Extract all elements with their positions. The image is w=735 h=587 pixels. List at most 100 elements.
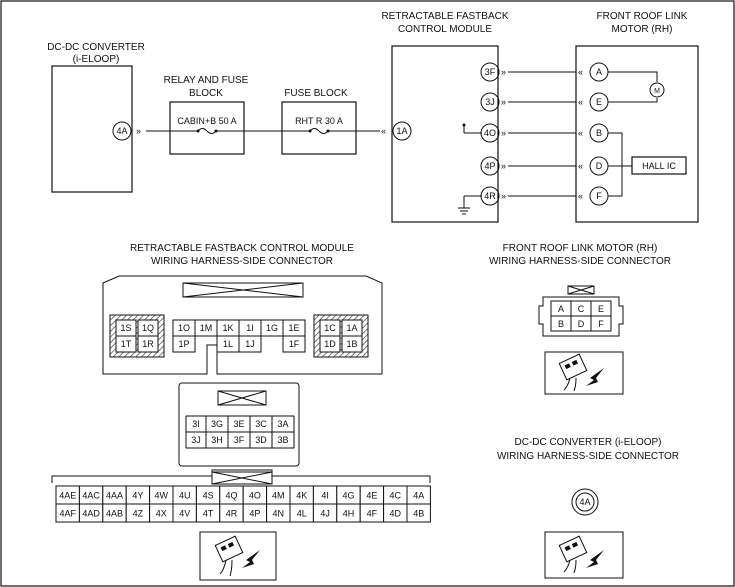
dcdc-title-1: DC-DC CONVERTER	[47, 42, 145, 53]
svg-text:1A: 1A	[346, 323, 357, 333]
fuse-block-title: FUSE BLOCK	[284, 88, 348, 99]
svg-text:1D: 1D	[324, 339, 336, 349]
connector-4-cell-label: 4AF	[59, 509, 76, 519]
svg-text:E: E	[598, 304, 604, 314]
motor-conn-lock	[567, 285, 595, 295]
dcdc-conn-title-2: WIRING HARNESS-SIDE CONNECTOR	[497, 451, 679, 462]
connector-4-cell-label: 4M	[272, 491, 285, 501]
svg-text:1P: 1P	[178, 339, 189, 349]
svg-text:1Q: 1Q	[142, 323, 154, 333]
dcdc-conn-outer	[571, 488, 599, 516]
connector-4-cell-label: 4I	[321, 491, 329, 501]
svg-text:4P: 4P	[484, 161, 495, 171]
module-pin-3f: 3F »	[480, 62, 506, 82]
connector-4-cell-label: 4J	[320, 509, 330, 519]
relay-fuse-label: CABIN+B 50 A	[177, 116, 236, 126]
svg-text:C: C	[578, 304, 585, 314]
connector-4-cell-label: 4AD	[82, 509, 100, 519]
svg-text:1G: 1G	[266, 323, 278, 333]
module-conn-title-1: RETRACTABLE FASTBACK CONTROL MODULE	[130, 243, 354, 254]
svg-text:1O: 1O	[178, 323, 190, 333]
svg-text:»: »	[501, 97, 506, 107]
connector-4-cell-label: 4H	[343, 509, 355, 519]
dcdc-conn-title-1: DC-DC CONVERTER (i-ELOOP)	[514, 437, 661, 448]
svg-text:»: »	[501, 67, 506, 77]
connector-4-cell-label: 4T	[203, 509, 214, 519]
svg-text:1M: 1M	[200, 323, 213, 333]
motor-conn-view-icon	[558, 353, 604, 392]
connector-3-housing	[178, 382, 300, 467]
svg-text:D: D	[596, 161, 603, 171]
svg-text:«: «	[578, 161, 583, 171]
svg-text:3F: 3F	[234, 435, 245, 445]
module-title-2: CONTROL MODULE	[398, 24, 492, 35]
svg-text:»: »	[501, 128, 506, 138]
module-pin-4o: 4O »	[480, 123, 506, 143]
svg-text:3G: 3G	[211, 419, 223, 429]
module-connector-section: RETRACTABLE FASTBACK CONTROL MODULE WIRI…	[51, 243, 431, 581]
module-conn-title-2: WIRING HARNESS-SIDE CONNECTOR	[151, 256, 333, 267]
motor-conn-cells: A C E B D F	[550, 300, 612, 332]
svg-text:4O: 4O	[484, 128, 496, 138]
connector-1-mid-cells: 1O 1M 1K 1I 1G 1E 1P 1L 1J 1F	[172, 319, 306, 353]
wires-module-motor	[508, 71, 578, 197]
svg-text:1B: 1B	[346, 339, 357, 349]
svg-text:B: B	[558, 319, 564, 329]
connector-4-cell-label: 4Z	[133, 509, 144, 519]
motor-symbol-label: M	[654, 88, 660, 95]
svg-text:A: A	[558, 304, 564, 314]
svg-text:3C: 3C	[255, 419, 267, 429]
connector-4-cell-label: 4AA	[106, 491, 123, 501]
connector-4-cell-label: 4Q	[225, 491, 237, 501]
svg-text:1E: 1E	[288, 323, 299, 333]
connector-4-cell-label: 4G	[342, 491, 354, 501]
motor-conn-title-2: WIRING HARNESS-SIDE CONNECTOR	[489, 256, 671, 267]
connector-4-cell-label: 4V	[179, 509, 190, 519]
motor-symbol	[649, 82, 665, 98]
svg-text:F: F	[596, 191, 602, 201]
svg-text:4R: 4R	[484, 191, 496, 201]
connector-4-cell-label: 4Y	[132, 491, 143, 501]
module-conn-view-box	[199, 531, 277, 581]
dcdc-pin-4a: 4A	[116, 126, 127, 136]
motor-title-2: MOTOR (RH)	[612, 24, 673, 35]
connector-4-cell-label: 4F	[367, 509, 378, 519]
dcdc-converter: DC-DC CONVERTER (i-ELOOP) 4A »	[47, 42, 145, 193]
dcdc-title-2: (i-ELOOP)	[73, 54, 120, 65]
connector-4-cell-label: 4D	[390, 509, 402, 519]
dcdc-connector-section: DC-DC CONVERTER (i-ELOOP) WIRING HARNESS…	[497, 437, 679, 579]
connector-3-cells: 3I 3G 3E 3C 3A 3J 3H 3F 3D 3B	[185, 415, 295, 449]
connector-4-cell-label: 4C	[390, 491, 402, 501]
connector-4-cell-label: 4R	[226, 509, 238, 519]
relay-title-2: BLOCK	[189, 88, 223, 99]
module-title-1: RETRACTABLE FASTBACK	[381, 11, 508, 22]
motor-conn-view-box	[544, 351, 624, 395]
connector-1-left-cells: 1S 1Q 1T 1R	[115, 319, 159, 353]
motor-connector-section: FRONT ROOF LINK MOTOR (RH) WIRING HARNES…	[489, 243, 671, 395]
svg-text:«: «	[578, 191, 583, 201]
svg-text:»: »	[501, 161, 506, 171]
dcdc-conn-pin: 4A	[579, 497, 590, 507]
hall-ic-box	[631, 156, 687, 175]
connector-4-cell	[406, 503, 431, 523]
fuse-block: FUSE BLOCK RHT R 30 A	[281, 88, 357, 155]
dcdc-pin-chevron: »	[136, 126, 141, 136]
connector-4-cell-label: 4AC	[82, 491, 100, 501]
connector-4-cell-label: 4N	[273, 509, 285, 519]
dcdc-conn-view-box	[544, 531, 624, 579]
svg-text:A: A	[596, 67, 602, 77]
motor-conn-housing	[538, 296, 624, 337]
svg-text:3J: 3J	[485, 97, 495, 107]
fuse-block-symbol	[282, 128, 356, 134]
svg-text:3A: 3A	[277, 419, 288, 429]
dcdc-conn-view-icon	[558, 535, 604, 574]
module-pin-chevron: «	[381, 126, 386, 136]
module-pin-3j: 3J »	[480, 92, 506, 112]
svg-text:3D: 3D	[255, 435, 267, 445]
connector-4-cell-label: 4E	[366, 491, 377, 501]
svg-text:1I: 1I	[246, 323, 254, 333]
svg-text:3B: 3B	[277, 435, 288, 445]
svg-text:1T: 1T	[121, 339, 132, 349]
